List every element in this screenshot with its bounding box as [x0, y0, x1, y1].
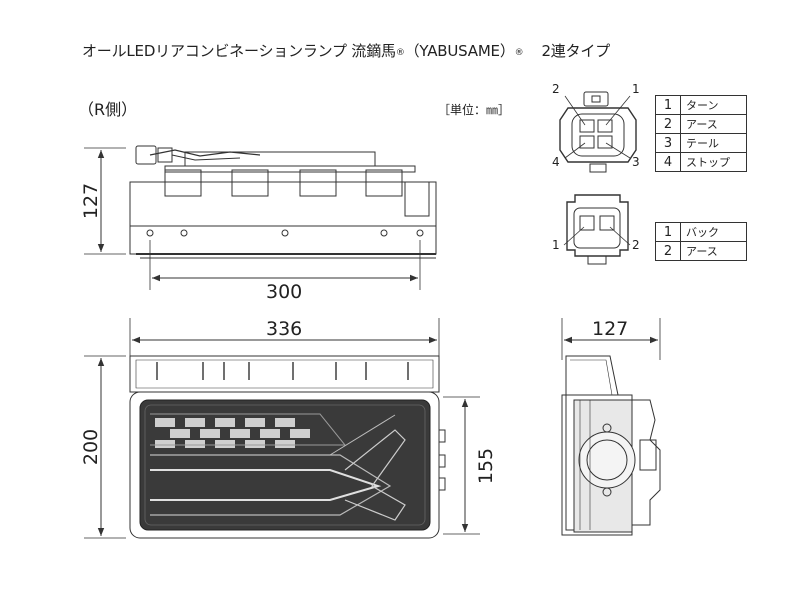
pin-function: アース — [680, 114, 747, 134]
pin-num: 1 — [655, 222, 681, 242]
title-reg-mark-2: ® — [514, 48, 524, 58]
connector-2pin-diagram — [563, 194, 631, 265]
dim-top-width: 300 — [266, 281, 303, 303]
pin-num: 2 — [655, 241, 681, 261]
pin-num: 1 — [655, 95, 681, 115]
pin-num: 4 — [655, 152, 681, 172]
side-view — [561, 318, 661, 536]
pin-num: 3 — [655, 133, 681, 153]
front-view — [84, 318, 480, 539]
led-turn-signal-blocks — [155, 418, 310, 448]
pin-4-label: 4 — [552, 155, 560, 169]
pin-2-label: 2 — [552, 82, 560, 96]
plug-icon — [135, 145, 157, 165]
pin-1-label-2pin: 1 — [552, 238, 560, 252]
page-title: オールLEDリアコンビネーションランプ 流鏑馬®（YABUSAME）®2連タイプ — [82, 40, 610, 61]
dim-front-height: 200 — [80, 428, 103, 466]
pin-1-label: 1 — [632, 82, 640, 96]
pin-function: ストップ — [680, 152, 747, 172]
dim-top-height: 127 — [80, 182, 103, 220]
pin-function: アース — [680, 241, 747, 261]
dim-lens-height: 155 — [475, 447, 498, 485]
title-reg-mark: ® — [395, 48, 405, 58]
pin-function: テール — [680, 133, 747, 153]
pin-3-label: 3 — [632, 155, 640, 169]
unit-label: ［単位：㎜］ — [438, 103, 511, 117]
side-label: （R側） — [78, 100, 138, 119]
pin-2-label-2pin: 2 — [632, 238, 640, 252]
connector-4pin-diagram — [559, 91, 637, 173]
top-view — [84, 145, 437, 290]
pin-function: バック — [680, 222, 747, 242]
title-main: オールLEDリアコンビネーションランプ 流鏑馬 — [82, 42, 396, 60]
pin-function: ターン — [680, 95, 747, 115]
dim-front-width: 336 — [266, 318, 303, 340]
dim-side-depth: 127 — [592, 318, 629, 340]
pin-num: 2 — [655, 114, 681, 134]
title-suffix: 2連タイプ — [541, 42, 610, 60]
title-brand: （YABUSAME） — [404, 42, 515, 60]
